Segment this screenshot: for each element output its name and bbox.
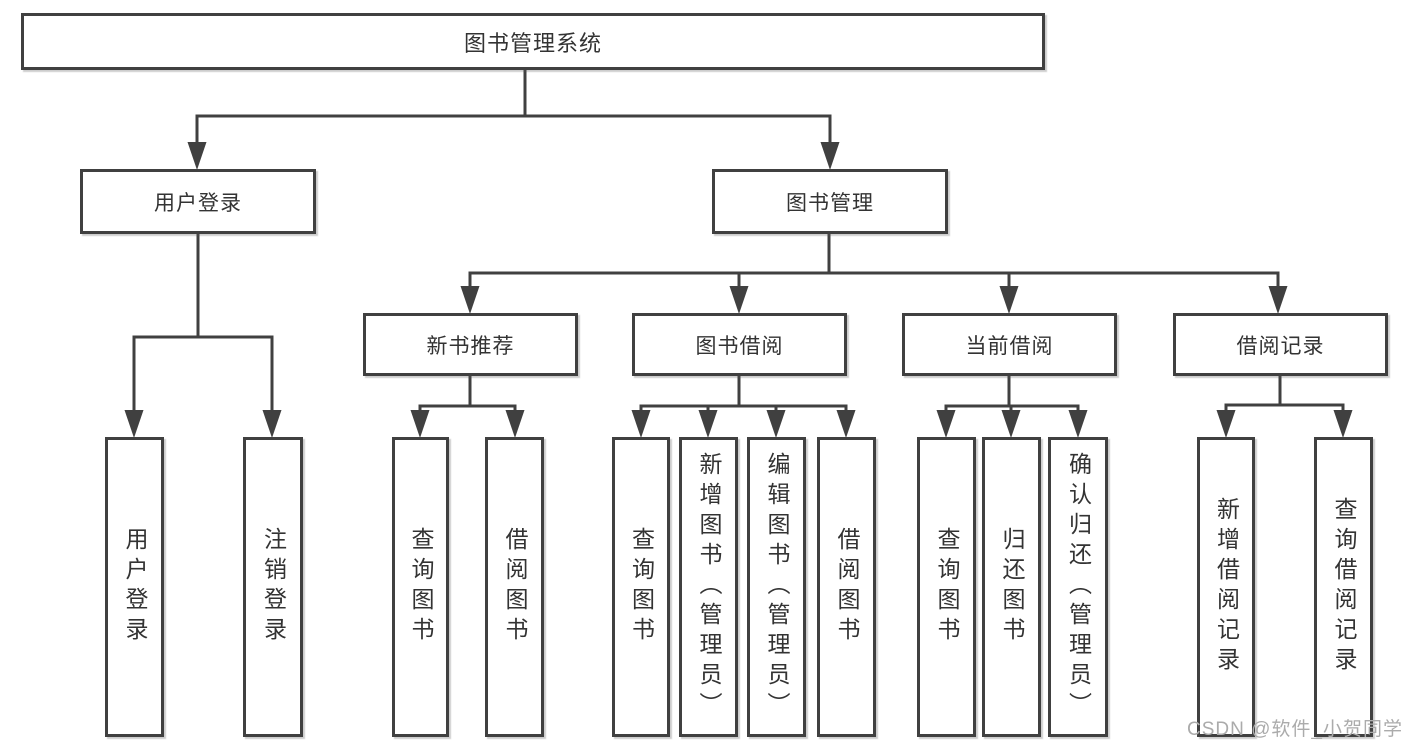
leaf-label: 查询图书 — [628, 527, 655, 647]
leaf-add-book-admin: 新增图书（管理员） — [679, 437, 738, 737]
node-user-login: 用户登录 — [80, 169, 316, 234]
node-book-management: 图书管理 — [712, 169, 948, 234]
leaf-query-book-3: 查询图书 — [917, 437, 976, 737]
leaf-label: 查询借阅记录 — [1331, 497, 1357, 677]
leaf-label: 新增图书（管理员） — [696, 452, 722, 722]
leaf-query-borrow-record: 查询借阅记录 — [1314, 437, 1373, 737]
leaf-label: 编辑图书（管理员） — [764, 452, 790, 722]
leaf-add-borrow-record: 新增借阅记录 — [1197, 437, 1255, 737]
leaf-label: 借阅图书 — [834, 527, 860, 647]
leaf-confirm-return-admin: 确认归还（管理员） — [1048, 437, 1108, 737]
leaf-label: 借阅图书 — [502, 527, 528, 647]
csdn-watermark: CSDN @软件_小贺同学 — [1187, 719, 1403, 740]
leaf-query-book-1: 查询图书 — [392, 437, 449, 737]
leaf-label: 查询图书 — [408, 527, 434, 647]
arrowheads — [124, 142, 1353, 438]
leaf-return-book: 归还图书 — [982, 437, 1041, 737]
leaf-label: 新增借阅记录 — [1213, 497, 1240, 677]
node-current-borrow: 当前借阅 — [902, 313, 1117, 376]
leaf-borrow-book-1: 借阅图书 — [485, 437, 544, 737]
leaf-label: 归还图书 — [999, 527, 1025, 647]
node-new-book-recommend: 新书推荐 — [363, 313, 578, 376]
node-borrow-record: 借阅记录 — [1173, 313, 1388, 376]
leaf-label: 注销登录 — [260, 527, 287, 647]
node-book-borrow: 图书借阅 — [632, 313, 847, 376]
leaf-borrow-book-2: 借阅图书 — [817, 437, 876, 737]
leaf-logout: 注销登录 — [243, 437, 303, 737]
node-library-system: 图书管理系统 — [21, 13, 1045, 70]
leaf-label: 确认归还（管理员） — [1065, 452, 1092, 722]
leaf-user-login: 用户登录 — [105, 437, 164, 737]
leaf-label: 查询图书 — [934, 527, 960, 647]
leaf-edit-book-admin: 编辑图书（管理员） — [747, 437, 806, 737]
leaf-query-book-2: 查询图书 — [612, 437, 670, 737]
leaf-label: 用户登录 — [122, 527, 148, 647]
